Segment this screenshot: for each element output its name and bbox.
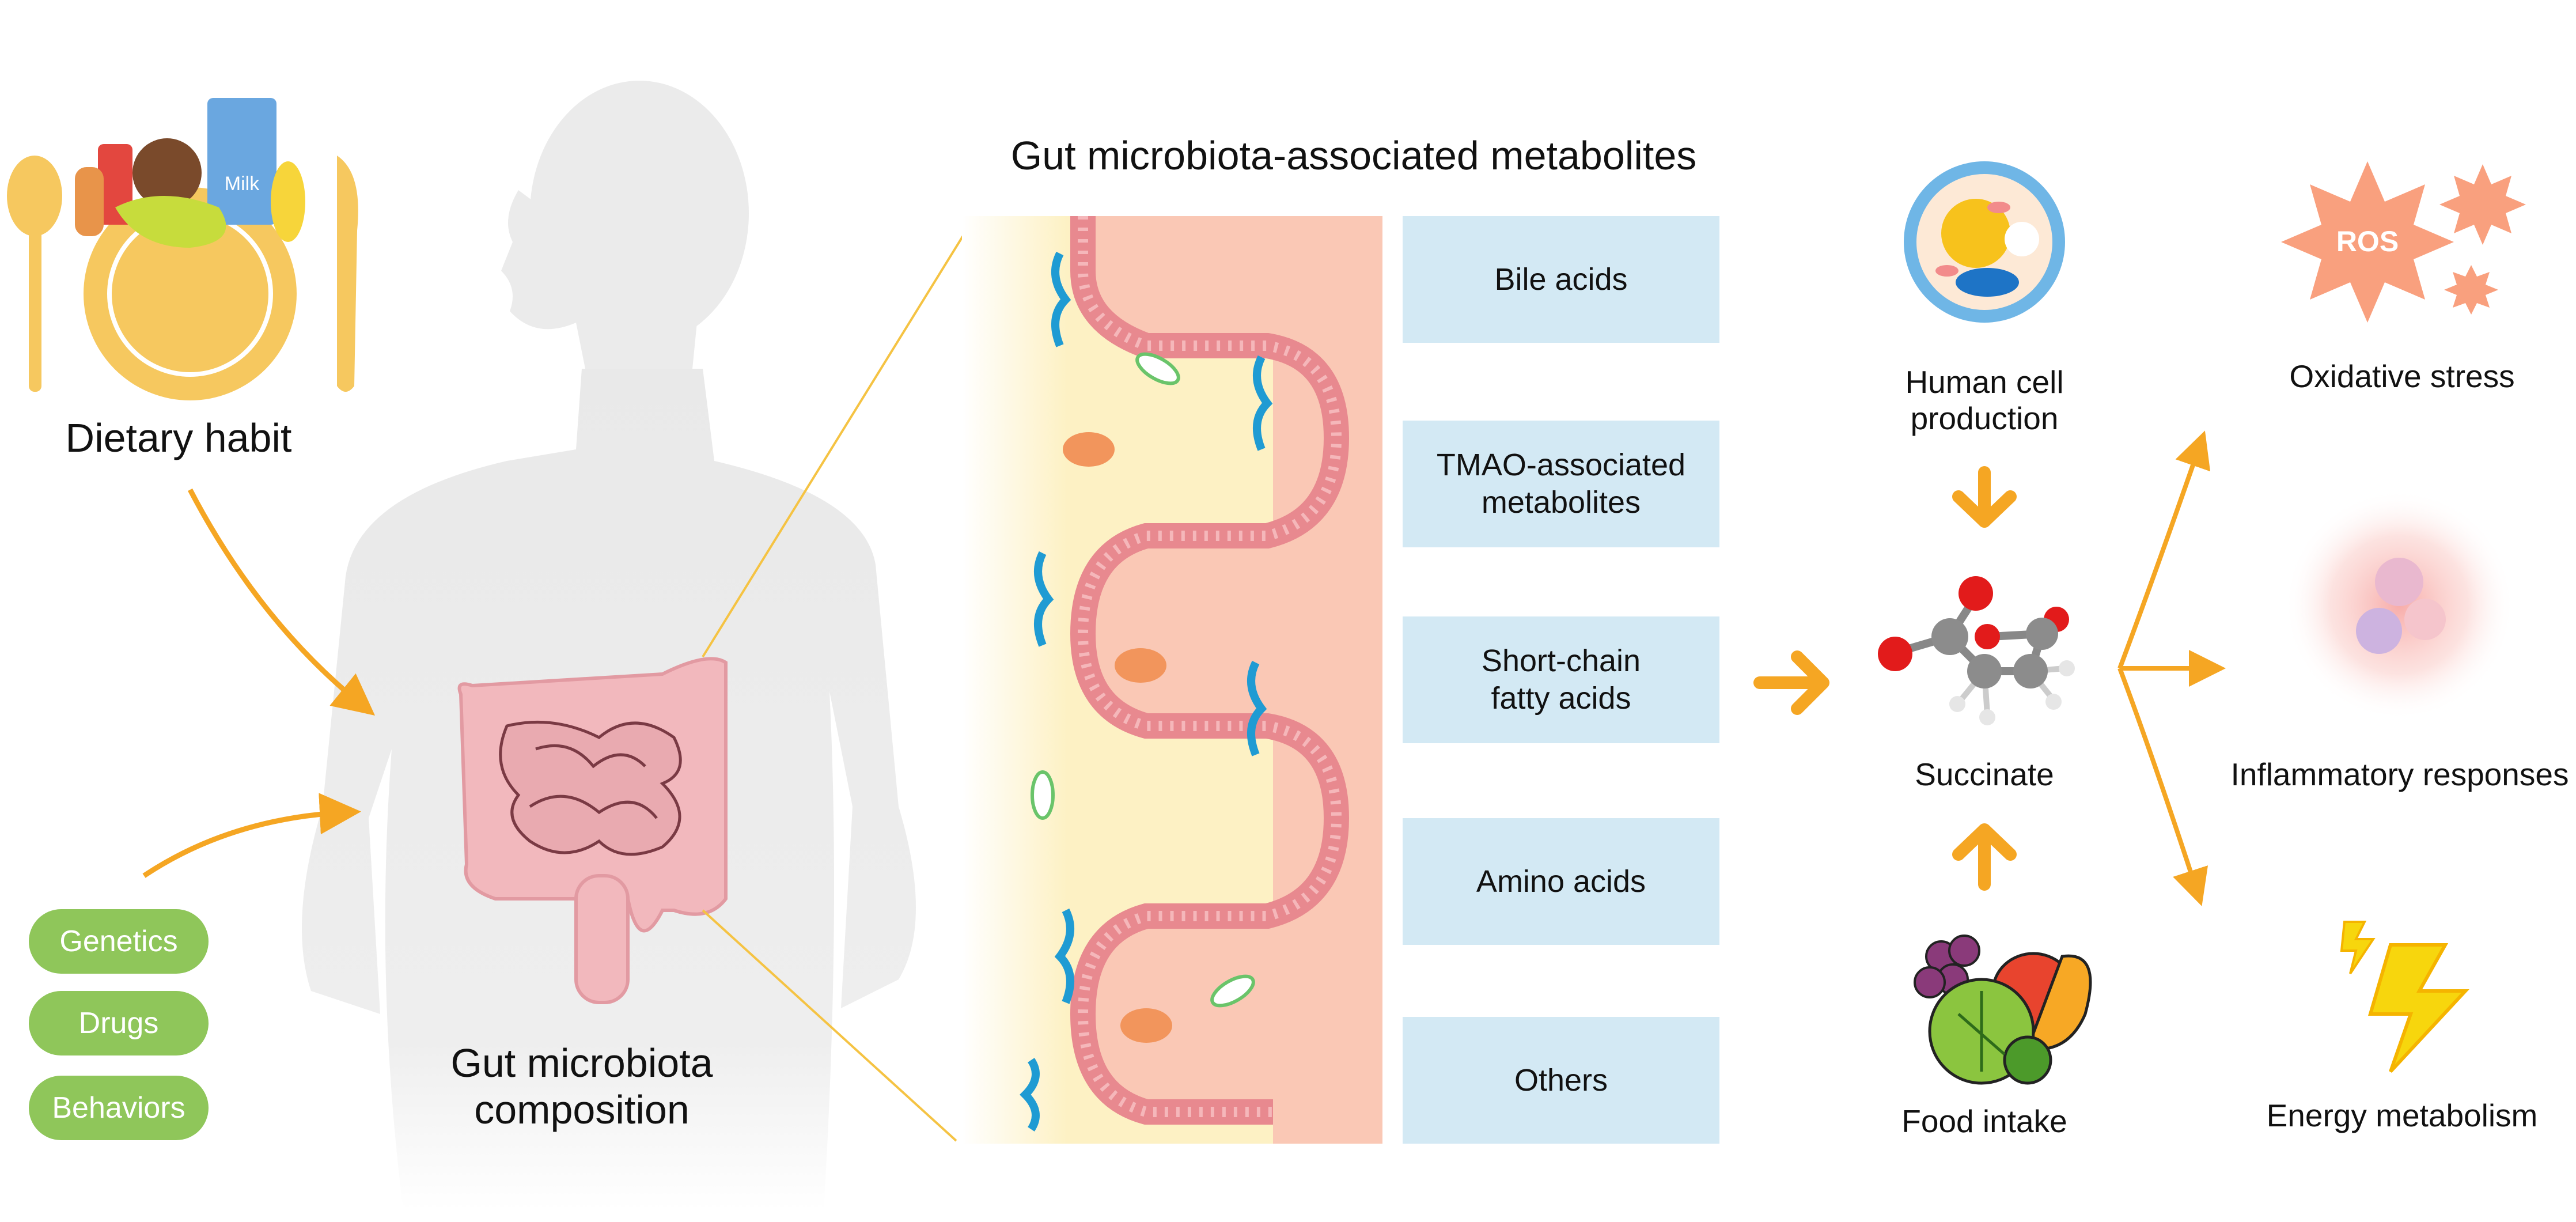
metabolites-to-succinate-arrow [1753, 650, 1829, 715]
cell-to-succinate-arrow [1952, 466, 2017, 528]
food-to-succinate-arrow [1952, 823, 2017, 891]
dietary-plate-illustration: Milk [7, 98, 358, 400]
energy-bolt-icon [2340, 921, 2469, 1073]
gut-microbiota-label: Gut microbiota composition [450, 1041, 713, 1132]
energy-metabolism-label: Energy metabolism [2266, 1098, 2538, 1133]
human-cell-production-label: Human cell production [1905, 364, 2064, 437]
inflammatory-responses-label: Inflammatory responses [2230, 756, 2569, 792]
dietary-arrow [188, 488, 376, 716]
ros-burst-icon [2281, 161, 2526, 323]
oxidative-stress-label: Oxidative stress [2289, 358, 2515, 394]
zoom-line-bottom [702, 909, 957, 1142]
food-intake-label: Food intake [1901, 1103, 2067, 1139]
metabolite-box-amino-acids: Amino acids [1403, 818, 1719, 945]
gut-wall-section [962, 216, 1382, 1144]
ros-label: ROS [2336, 225, 2399, 258]
intestine-illustration [457, 657, 728, 1004]
human-cell-icon [1904, 161, 2065, 323]
metabolite-box-tmao: TMAO-associated metabolites [1403, 421, 1719, 547]
food-intake-icon [1914, 935, 2092, 1085]
factor-pill-genetics: Genetics [29, 909, 209, 974]
succinate-label: Succinate [1915, 756, 2054, 792]
factor-pill-behaviors: Behaviors [29, 1076, 209, 1140]
factors-arrow [142, 793, 361, 878]
dietary-habit-label: Dietary habit [65, 415, 292, 460]
succinate-molecule-icon [1878, 576, 2075, 725]
inflammatory-cells-icon [2284, 490, 2514, 720]
milk-label: Milk [225, 173, 260, 195]
metabolite-box-bile-acids: Bile acids [1403, 216, 1719, 343]
metabolite-box-scfa: Short-chain fatty acids [1403, 616, 1719, 743]
diagram-title: Gut microbiota-associated metabolites [1010, 133, 1697, 178]
metabolite-box-others: Others [1403, 1017, 1719, 1144]
effects-fork-arrows [2117, 430, 2226, 906]
zoom-line-top [702, 218, 975, 658]
factor-pill-drugs: Drugs [29, 991, 209, 1055]
